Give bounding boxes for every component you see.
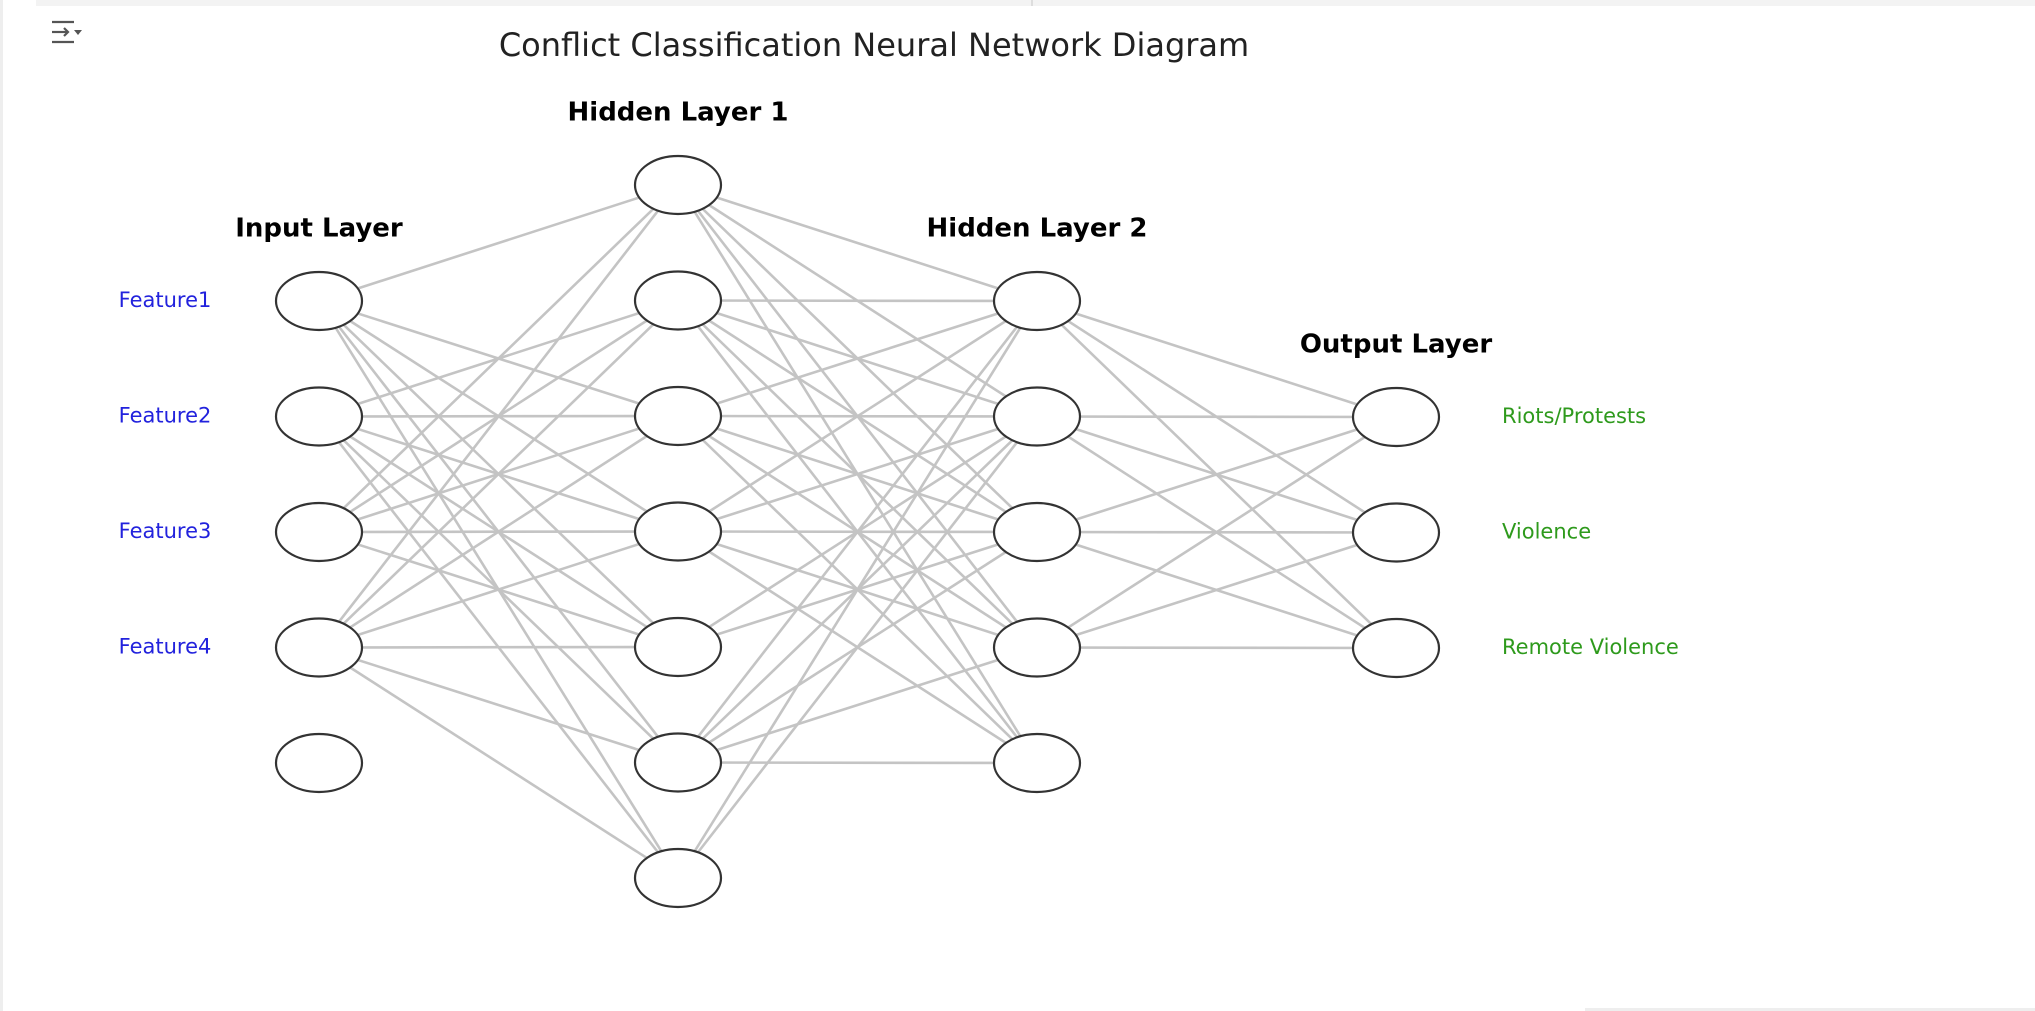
layer-title-4: Output Layer <box>1300 330 1493 360</box>
output-label-1: Riots/Protests <box>1502 404 1646 428</box>
edge-l1-3-6 <box>318 646 679 880</box>
edge-l2-0-0 <box>677 183 1038 303</box>
edge-l1-3-2 <box>318 414 679 649</box>
edge-l2-5-0 <box>676 300 1039 764</box>
diagram-title: Conflict Classification Neural Network D… <box>499 26 1249 64</box>
label-group: Input LayerFeature1Feature2Feature3Featu… <box>119 98 1679 660</box>
node-layer3-5 <box>992 732 1082 794</box>
input-label-2: Feature2 <box>119 404 212 428</box>
edge-l2-3-1 <box>677 415 1038 533</box>
edge-l1-3-0 <box>317 184 680 649</box>
edge-l3-2-0 <box>1036 415 1397 534</box>
node-layer2-3 <box>633 385 723 447</box>
edge-l2-6-1 <box>676 415 1039 879</box>
edge-l2-2-0 <box>677 299 1038 418</box>
node-layer4-3 <box>1351 617 1441 679</box>
layer-title-3: Hidden Layer 2 <box>927 214 1148 244</box>
layer-title-2: Hidden Layer 1 <box>568 98 789 128</box>
edge-l2-5-4 <box>677 761 1038 765</box>
edge-l1-3-4 <box>318 645 679 649</box>
edge-l1-3-5 <box>318 646 679 764</box>
bottom-scroll-strip <box>1585 1008 2035 1011</box>
node-layer3-3 <box>992 501 1082 563</box>
input-label-4: Feature4 <box>119 635 212 659</box>
output-toggle-button[interactable] <box>50 18 86 48</box>
input-label-1: Feature1 <box>119 288 212 312</box>
node-layer1-2 <box>274 386 364 447</box>
node-layer1-5 <box>274 732 364 794</box>
edge-l3-3-2 <box>1036 646 1397 650</box>
node-layer2-6 <box>633 732 723 793</box>
edge-l2-1-0 <box>677 299 1038 303</box>
output-label-2: Violence <box>1502 520 1591 544</box>
node-layer1-1 <box>274 270 364 332</box>
node-layer3-1 <box>992 270 1082 332</box>
output-label-3: Remote Violence <box>1502 635 1679 659</box>
output-top-bar <box>36 0 2035 6</box>
edge-group <box>317 183 1397 880</box>
edge-l3-3-1 <box>1036 531 1397 649</box>
edge-l2-3-0 <box>677 299 1038 533</box>
node-layer2-5 <box>633 616 723 678</box>
node-layer2-1 <box>633 154 723 216</box>
input-label-3: Feature3 <box>119 519 212 543</box>
node-layer4-1 <box>1351 386 1441 448</box>
edge-l3-1-0 <box>1036 415 1397 419</box>
edge-l3-0-0 <box>1036 299 1397 419</box>
edge-l1-3-3 <box>318 530 679 649</box>
node-group <box>274 154 1441 909</box>
layer-title-1: Input Layer <box>235 214 403 244</box>
node-layer1-4 <box>274 617 364 678</box>
top-divider <box>1031 0 1033 6</box>
node-layer2-7 <box>633 847 723 909</box>
edge-l3-3-0 <box>1036 415 1397 649</box>
node-layer2-4 <box>633 501 723 562</box>
node-layer4-2 <box>1351 502 1441 563</box>
collapse-output-icon <box>52 20 82 44</box>
edge-l1-3-1 <box>318 299 679 649</box>
edge-l2-6-0 <box>676 300 1039 879</box>
node-layer1-3 <box>274 501 364 563</box>
edge-l1-0-0 <box>318 183 679 303</box>
node-layer3-4 <box>992 617 1082 678</box>
node-layer2-2 <box>633 270 723 331</box>
node-layer3-2 <box>992 386 1082 447</box>
edge-l1-2-0 <box>318 184 679 533</box>
edge-l2-5-3 <box>677 646 1038 764</box>
